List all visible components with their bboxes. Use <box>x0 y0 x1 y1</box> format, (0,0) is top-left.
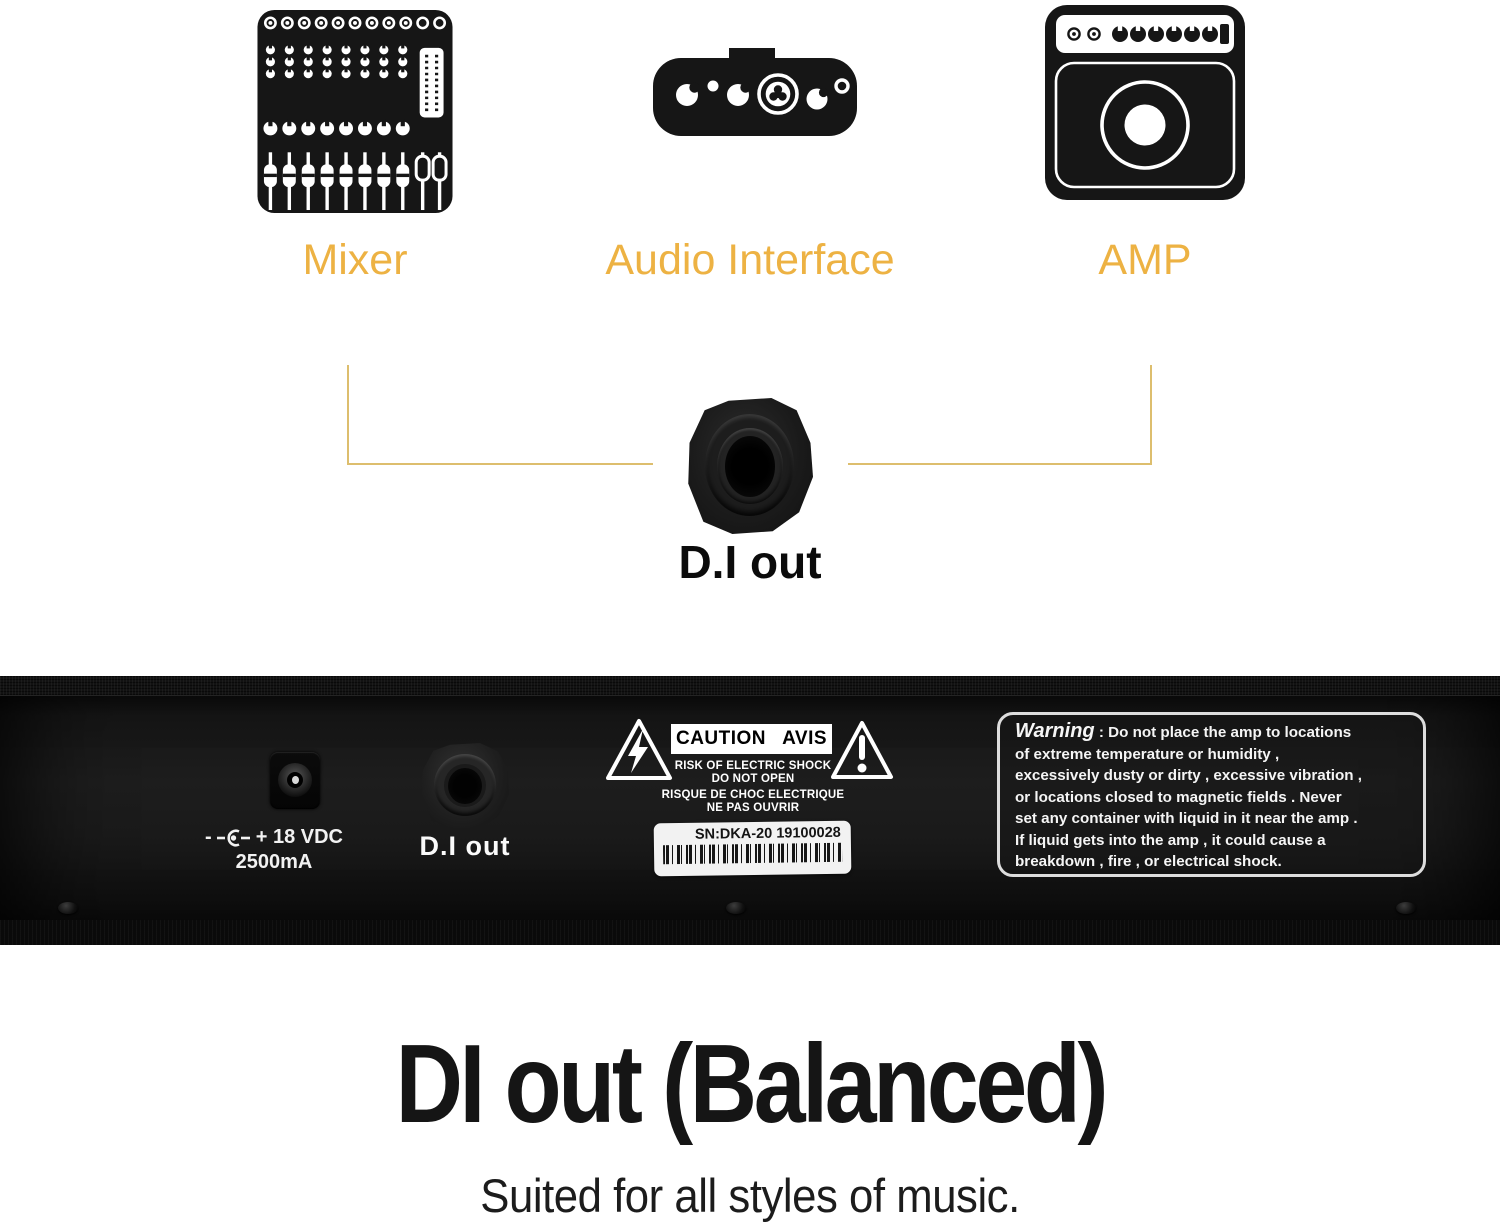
dc-power-jack <box>270 752 320 809</box>
warning-text: Do not place the amp to locations <box>1108 724 1352 741</box>
caution-line: NE PAS OUVRIR <box>706 802 800 814</box>
barcode <box>662 842 843 865</box>
bracket-right-horizontal-line <box>848 463 1152 465</box>
audio-interface-label: Audio Interface <box>605 236 895 284</box>
alert-triangle-icon <box>829 719 895 788</box>
audio-interface-icon <box>653 48 857 136</box>
panel-di-out-label: D.I out <box>419 831 511 861</box>
warning-line-7: breakdown , fire , or electrical shock. <box>1015 853 1282 870</box>
screw <box>1396 902 1416 914</box>
screw <box>726 902 746 914</box>
caution-line: RISQUE DE CHOC ELECTRIQUE <box>661 789 845 801</box>
caution-title-box: CAUTION AVIS <box>671 724 832 754</box>
warning-separator: : <box>1094 724 1109 741</box>
bracket-left-horizontal-line <box>347 463 653 465</box>
warning-line-2: of extreme temperature or humidity , <box>1015 745 1280 763</box>
bracket-left-vertical-line <box>347 365 349 465</box>
di-out-caption: D.I out <box>678 536 822 588</box>
mixer-icon <box>257 10 453 213</box>
jack-socket-photo <box>687 398 813 534</box>
rear-panel-photo: - + 18 VDC 2500mA D.I out <box>0 676 1500 945</box>
power-current: 2500mA <box>235 851 313 873</box>
panel-top-trim <box>0 676 1500 695</box>
warning-line-4: or locations closed to magnetic fields .… <box>1015 788 1342 806</box>
warning-line-5: set any container with liquid in it near… <box>1015 810 1358 827</box>
warning-plate: Warning : Do not place the amp to locati… <box>997 712 1426 877</box>
serial-number-sticker: SN:DKA-20 19100028 <box>653 820 852 877</box>
jack-hole <box>724 436 776 498</box>
panel-di-jack <box>421 743 509 829</box>
footer-subheading-wrap: Suited for all styles of music. <box>0 1168 1500 1223</box>
dc-power-pin-highlight <box>292 776 299 784</box>
caution-text: RISK OF ELECTRIC SHOCK DO NOT OPEN RISQU… <box>638 760 868 815</box>
amp-icon <box>1045 5 1245 200</box>
page-title: DI out (Balanced) <box>395 1022 1108 1146</box>
mixer-label: Mixer <box>302 236 408 284</box>
amp-label: AMP <box>1098 236 1192 284</box>
panel-di-jack-hole <box>448 767 482 805</box>
warning-title: Warning <box>1015 720 1095 742</box>
polarity-minus: - <box>205 826 212 848</box>
caution-line: DO NOT OPEN <box>711 773 795 785</box>
electric-shock-triangle-icon <box>604 716 674 789</box>
footer-heading-wrap: DI out (Balanced) <box>0 1020 1500 1148</box>
panel-bottom-trim <box>0 920 1500 945</box>
serial-number-text: SN:DKA-20 19100028 <box>694 824 841 843</box>
warning-line-6: If liquid gets into the amp , it could c… <box>1015 831 1326 849</box>
page-subtitle: Suited for all styles of music. <box>480 1169 1020 1222</box>
warning-line-3: excessively dusty or dirty , excessive v… <box>1015 767 1362 784</box>
bracket-right-vertical-line <box>1150 365 1152 465</box>
screw <box>58 902 78 914</box>
warning-line-1: Warning : Do not place the amp to locati… <box>1015 720 1408 744</box>
power-rating-label: - + 18 VDC 2500mA <box>188 826 360 874</box>
dc-polarity-icon <box>216 829 250 846</box>
caution-line: RISK OF ELECTRIC SHOCK <box>674 760 832 772</box>
power-voltage: + 18 VDC <box>255 826 343 848</box>
